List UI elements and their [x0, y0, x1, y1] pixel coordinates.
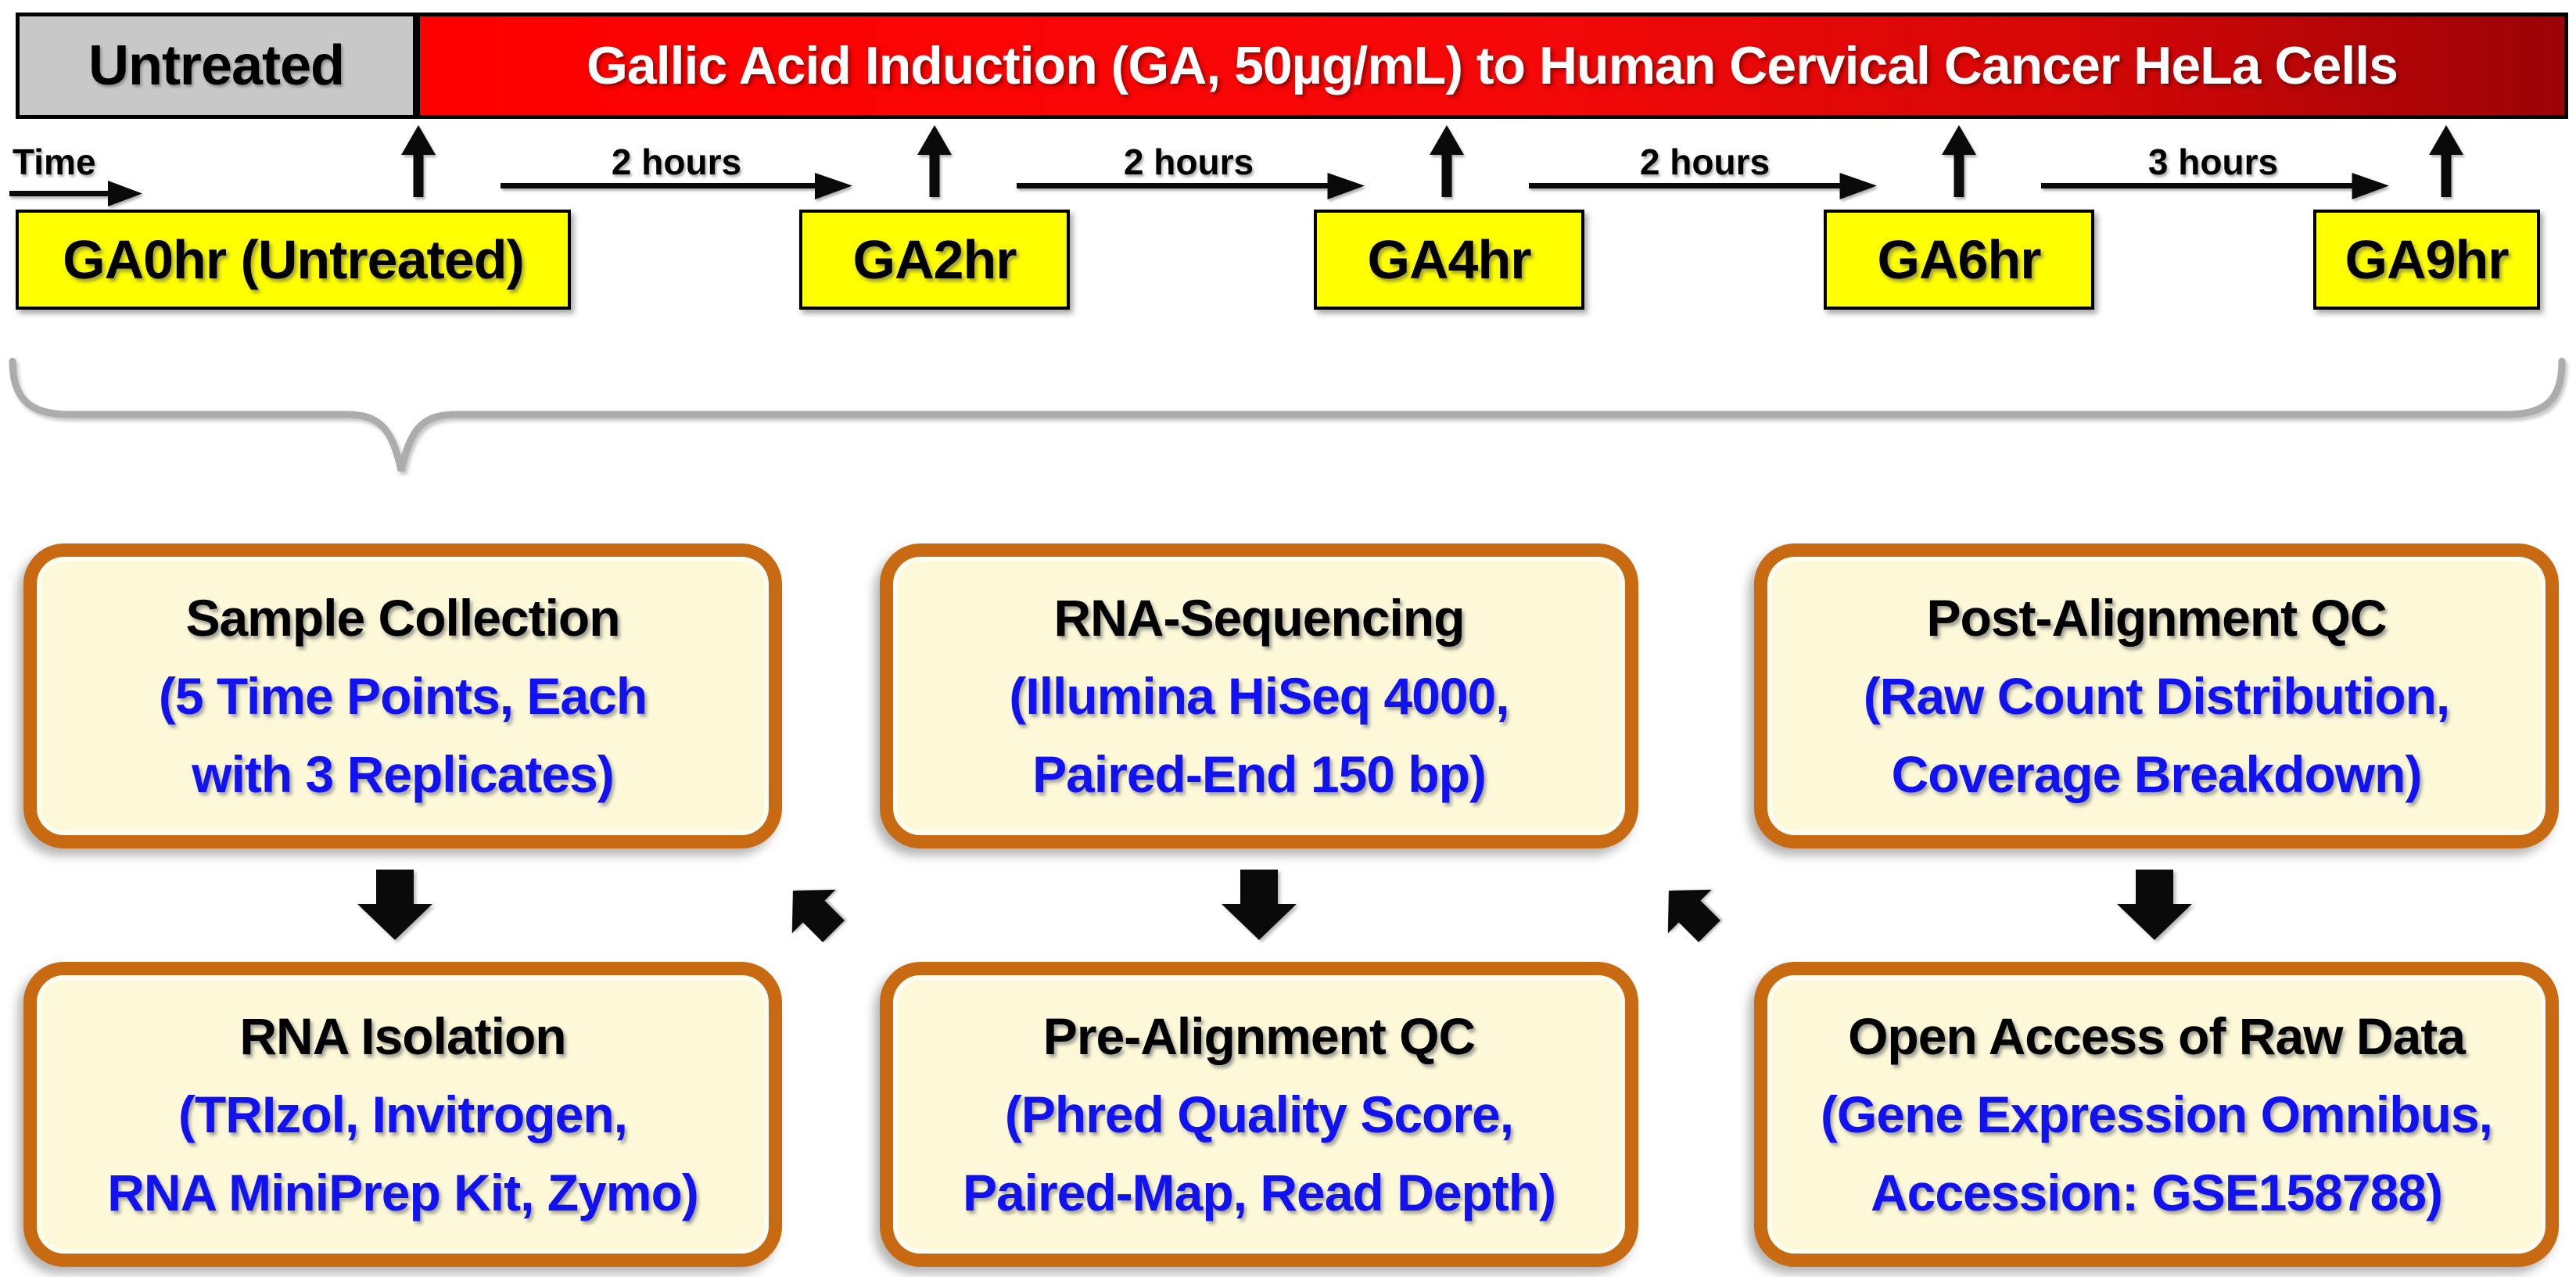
workflow-step-box: RNA-Sequencing (Illumina HiSeq 4000, Pai…: [880, 543, 1638, 848]
timepoint-up-arrow-icon: [2429, 125, 2463, 197]
timepoint-badge: GA6hr: [1824, 210, 2094, 310]
workflow-step-detail: (Phred Quality Score,: [1004, 1085, 1514, 1143]
workflow-step-box: Post-Alignment QC (Raw Count Distributio…: [1754, 543, 2559, 848]
workflow-step-box: Sample Collection (5 Time Points, Each w…: [23, 543, 782, 848]
timepoint-badge: GA0hr (Untreated): [16, 210, 571, 310]
workflow-step-detail: (TRIzol, Invitrogen,: [178, 1085, 628, 1143]
workflow-step-detail: with 3 Replicates): [192, 745, 614, 803]
time-axis-arrow-icon: [9, 181, 142, 206]
workflow-step-detail: (Gene Expression Omnibus,: [1821, 1085, 2493, 1143]
workflow-step-box: Open Access of Raw Data (Gene Expression…: [1754, 962, 2559, 1267]
workflow-step-box: Pre-Alignment QC (Phred Quality Score, P…: [880, 962, 1638, 1267]
interval-arrow-icon: [2041, 173, 2389, 199]
flow-down-arrow-icon: [1222, 870, 1297, 940]
workflow-step-detail: Accession: GSE158788): [1870, 1164, 2443, 1221]
workflow-step-detail: (Raw Count Distribution,: [1863, 667, 2451, 725]
workflow-step-detail: Paired-Map, Read Depth): [962, 1164, 1556, 1221]
treatment-bar: Untreated Gallic Acid Induction (GA, 50µ…: [16, 13, 2568, 119]
workflow-step-title: Sample Collection: [185, 589, 620, 647]
interval-arrow-icon: [1529, 173, 1877, 199]
workflow-step-detail: Paired-End 150 bp): [1032, 745, 1487, 803]
workflow-step-title: RNA Isolation: [239, 1007, 566, 1065]
workflow-step-detail: RNA MiniPrep Kit, Zymo): [107, 1164, 699, 1221]
untreated-phase-label: Untreated: [16, 13, 417, 119]
timepoint-badge: GA4hr: [1314, 210, 1584, 310]
timepoint-badge: GA2hr: [799, 210, 1070, 310]
induction-phase-label: Gallic Acid Induction (GA, 50µg/mL) to H…: [417, 13, 2568, 119]
workflow-step-box: RNA Isolation (TRIzol, Invitrogen, RNA M…: [23, 962, 782, 1267]
timepoint-up-arrow-icon: [1942, 125, 1976, 197]
workflow-step-detail: (5 Time Points, Each: [158, 667, 648, 725]
timepoint-up-arrow-icon: [401, 125, 436, 197]
timepoint-badge: GA9hr: [2313, 210, 2540, 310]
workflow-step-detail: Coverage Breakdown): [1891, 745, 2423, 803]
time-axis-label: Time: [13, 142, 96, 182]
interval-label: 2 hours: [1123, 142, 1254, 182]
interval-arrow-icon: [500, 173, 852, 199]
interval-label: 2 hours: [1639, 142, 1771, 182]
timepoint-up-arrow-icon: [917, 125, 952, 197]
workflow-step-title: Post-Alignment QC: [1926, 589, 2388, 647]
workflow-step-detail: (Illumina HiSeq 4000,: [1009, 667, 1509, 725]
workflow-step-title: Open Access of Raw Data: [1848, 1007, 2466, 1065]
interval-label: 2 hours: [611, 142, 742, 182]
flow-down-arrow-icon: [2117, 870, 2192, 940]
workflow-step-title: RNA-Sequencing: [1053, 589, 1465, 647]
interval-label: 3 hours: [2147, 142, 2279, 182]
timepoint-up-arrow-icon: [1430, 125, 1464, 197]
flow-diagonal-arrow-icon: [771, 869, 856, 953]
workflow-step-title: Pre-Alignment QC: [1042, 1007, 1476, 1065]
flow-diagonal-arrow-icon: [1647, 869, 1731, 953]
interval-arrow-icon: [1017, 173, 1365, 199]
flow-down-arrow-icon: [357, 870, 432, 940]
grouping-brace: [9, 357, 2566, 472]
